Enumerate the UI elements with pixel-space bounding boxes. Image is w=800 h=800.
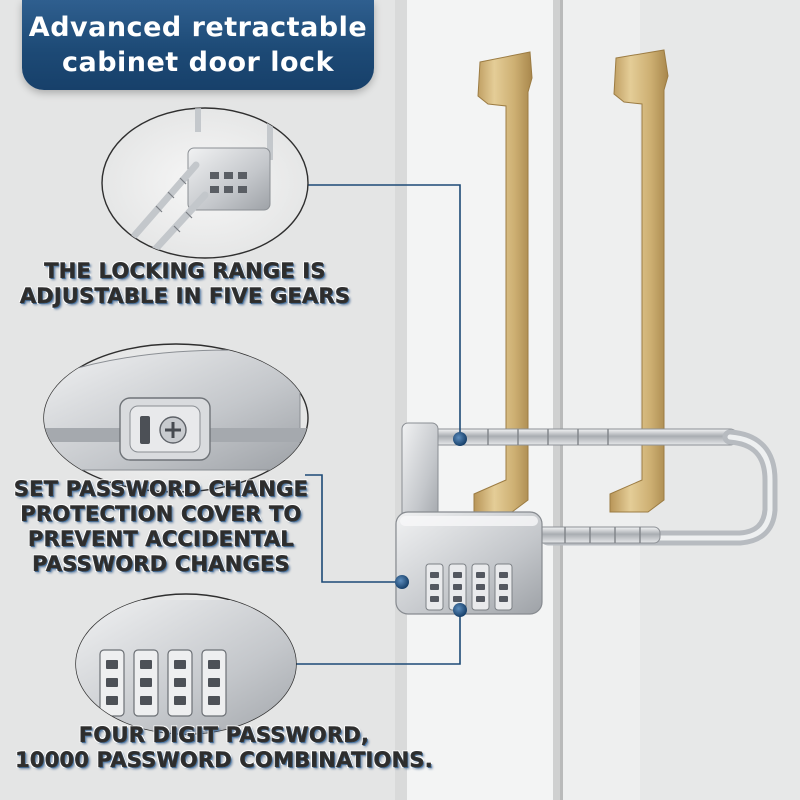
callout-line: PREVENT ACCIDENTAL	[28, 527, 294, 552]
callout-line: PROTECTION COVER TO	[20, 502, 302, 527]
callout-line: SET PASSWORD CHANGE	[13, 477, 309, 502]
title-line-2: cabinet door lock	[61, 47, 335, 78]
title-banner: Advanced retractable cabinet door lock	[22, 0, 374, 90]
callout-line: FOUR DIGIT PASSWORD,	[78, 723, 370, 748]
callout-line: ADJUSTABLE IN FIVE GEARS	[19, 284, 351, 309]
callout-four-digit-password: FOUR DIGIT PASSWORD, 10000 PASSWORD COMB…	[4, 723, 444, 773]
callout-protection-cover: SET PASSWORD CHANGE PROTECTION COVER TO …	[4, 477, 318, 577]
callout-locking-range: THE LOCKING RANGE IS ADJUSTABLE IN FIVE …	[8, 259, 362, 309]
callout-line: PASSWORD CHANGES	[32, 552, 290, 577]
callout-line: 10000 PASSWORD COMBINATIONS.	[15, 748, 433, 773]
title-line-1: Advanced retractable	[28, 12, 368, 43]
callout-line: THE LOCKING RANGE IS	[44, 259, 326, 284]
